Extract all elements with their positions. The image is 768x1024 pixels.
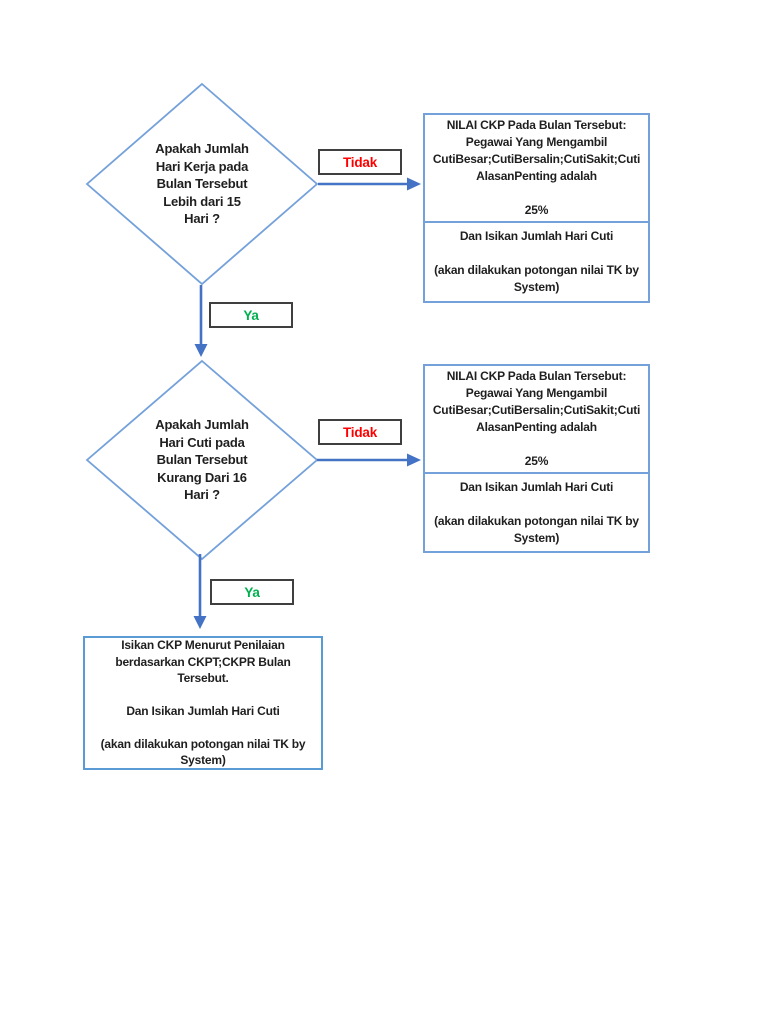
no-label-1: Tidak (318, 149, 402, 175)
result-box-2-top-text: NILAI CKP Pada Bulan Tersebut: Pegawai Y… (425, 366, 648, 474)
result-box-2-bottom-text: Dan Isikan Jumlah Hari Cuti (akan dilaku… (434, 479, 639, 545)
result-box-1-top-text: NILAI CKP Pada Bulan Tersebut: Pegawai Y… (425, 115, 648, 223)
result-box-1-bottom-text: Dan Isikan Jumlah Hari Cuti (akan dilaku… (434, 229, 639, 294)
arrow-yes-1-head-icon (194, 344, 208, 357)
arrow-no-2-head-icon (407, 453, 421, 467)
yes-label-2: Ya (210, 579, 294, 605)
no-label-2: Tidak (318, 419, 402, 445)
yes-label-1: Ya (209, 302, 293, 328)
final-box: Isikan CKP Menurut Penilaian berdasarkan… (83, 636, 323, 770)
arrow-yes-2-head-icon (193, 616, 207, 629)
arrow-no-1-head-icon (407, 177, 421, 191)
decision-diamond-1 (85, 82, 319, 286)
decision-diamond-2 (85, 359, 319, 561)
result-box-2: NILAI CKP Pada Bulan Tersebut: Pegawai Y… (423, 364, 650, 553)
decision-1-text: Apakah Jumlah Hari Kerja pada Bulan Ters… (155, 141, 249, 227)
decision-2-text: Apakah Jumlah Hari Cuti pada Bulan Terse… (155, 417, 249, 503)
result-box-1: NILAI CKP Pada Bulan Tersebut: Pegawai Y… (423, 113, 650, 303)
